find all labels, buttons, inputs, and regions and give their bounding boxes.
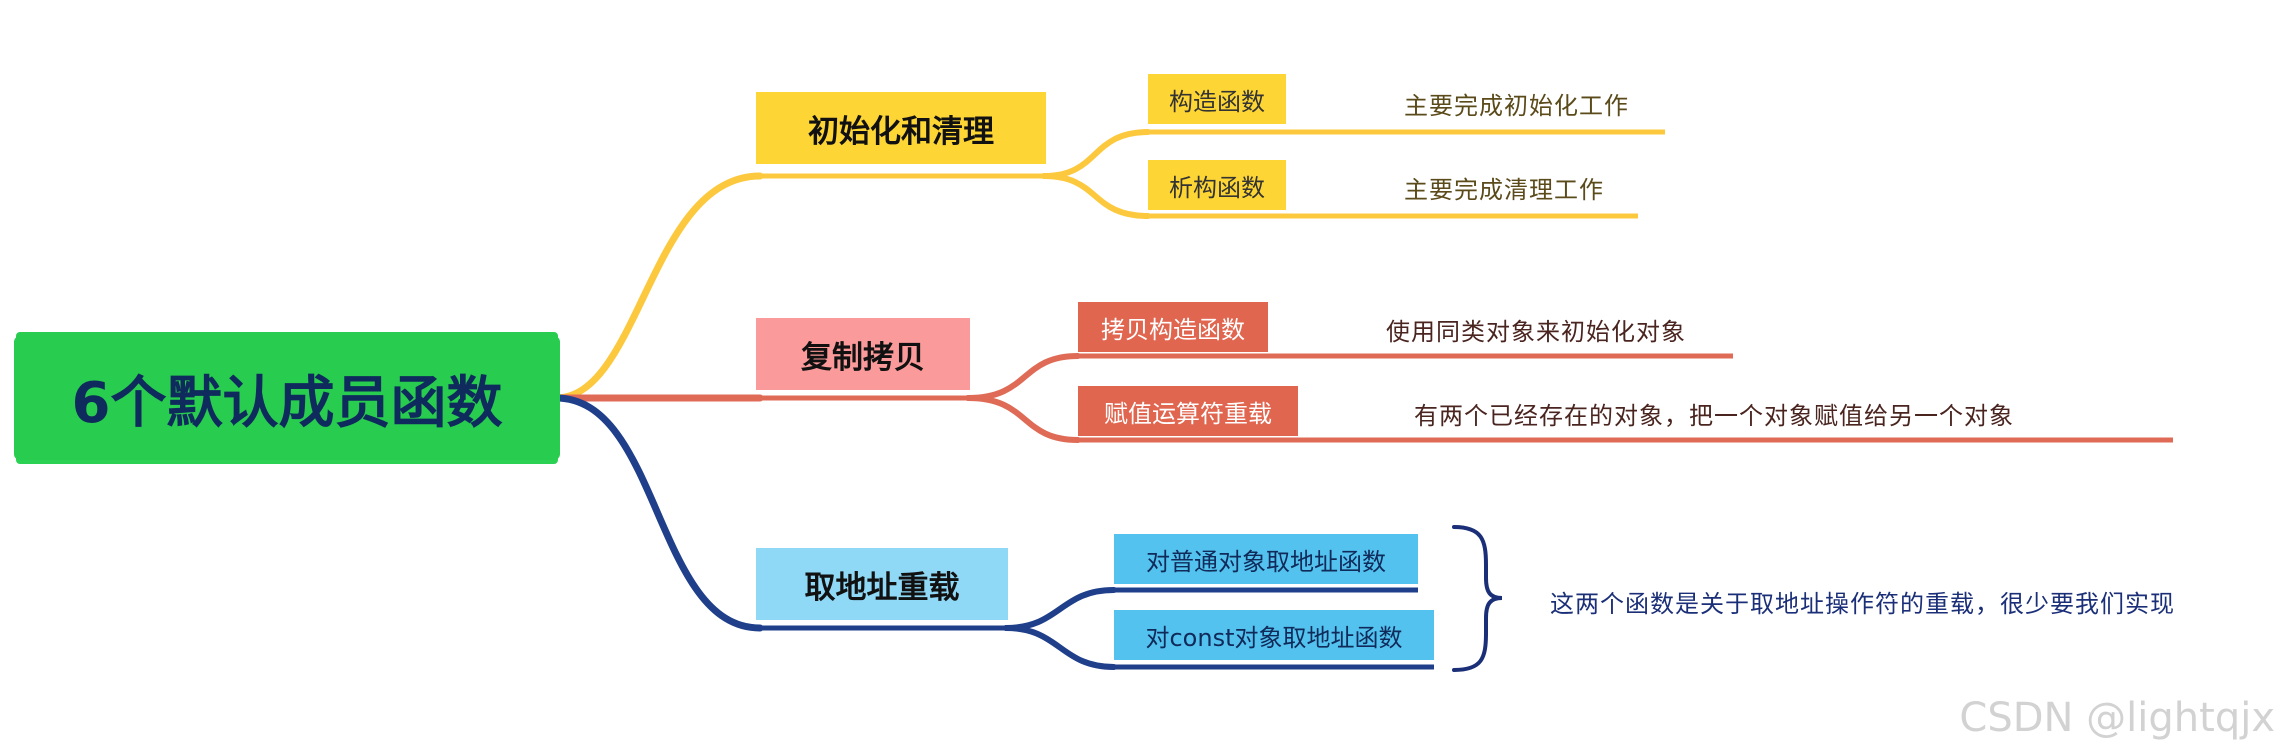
connector-address-const (1003, 625, 1117, 670)
leaf-constructor[interactable]: 构造函数 (1148, 74, 1286, 124)
connector-address-normal (1003, 587, 1117, 631)
leaf-normal-address[interactable]: 对普通对象取地址函数 (1114, 534, 1418, 584)
leaf-copy-constructor[interactable]: 拷贝构造函数 (1078, 302, 1268, 352)
connector-copy-copyctor (965, 353, 1081, 401)
connector-root-to-address (552, 394, 764, 632)
leaf-destructor[interactable]: 析构函数 (1148, 160, 1286, 210)
note-address-group: 这两个函数是关于取地址操作符的重载，很少要我们实现 (1550, 590, 2175, 618)
leaf-const-address[interactable]: 对const对象取地址函数 (1114, 610, 1434, 660)
note-destructor: 主要完成清理工作 (1404, 176, 1604, 204)
watermark: CSDN @lightqjx (1959, 695, 2275, 741)
connector-root-to-init (552, 172, 764, 402)
connector-init-destructor (1041, 173, 1151, 219)
branch-address-overload[interactable]: 取地址重载 (756, 548, 1008, 620)
leaf-assignment-operator[interactable]: 赋值运算符重载 (1078, 386, 1298, 436)
note-copy-constructor: 使用同类对象来初始化对象 (1386, 318, 1686, 346)
curly-brace-icon (1452, 525, 1503, 672)
branch-init-cleanup[interactable]: 初始化和清理 (756, 92, 1046, 164)
branch-copy[interactable]: 复制拷贝 (756, 318, 970, 390)
root-node[interactable]: 6个默认成员函数 (14, 336, 560, 460)
connector-copy-assign (965, 395, 1081, 443)
connector-init-constructor (1041, 129, 1151, 179)
note-constructor: 主要完成初始化工作 (1404, 92, 1629, 120)
note-assignment-operator: 有两个已经存在的对象，把一个对象赋值给另一个对象 (1414, 402, 2014, 430)
